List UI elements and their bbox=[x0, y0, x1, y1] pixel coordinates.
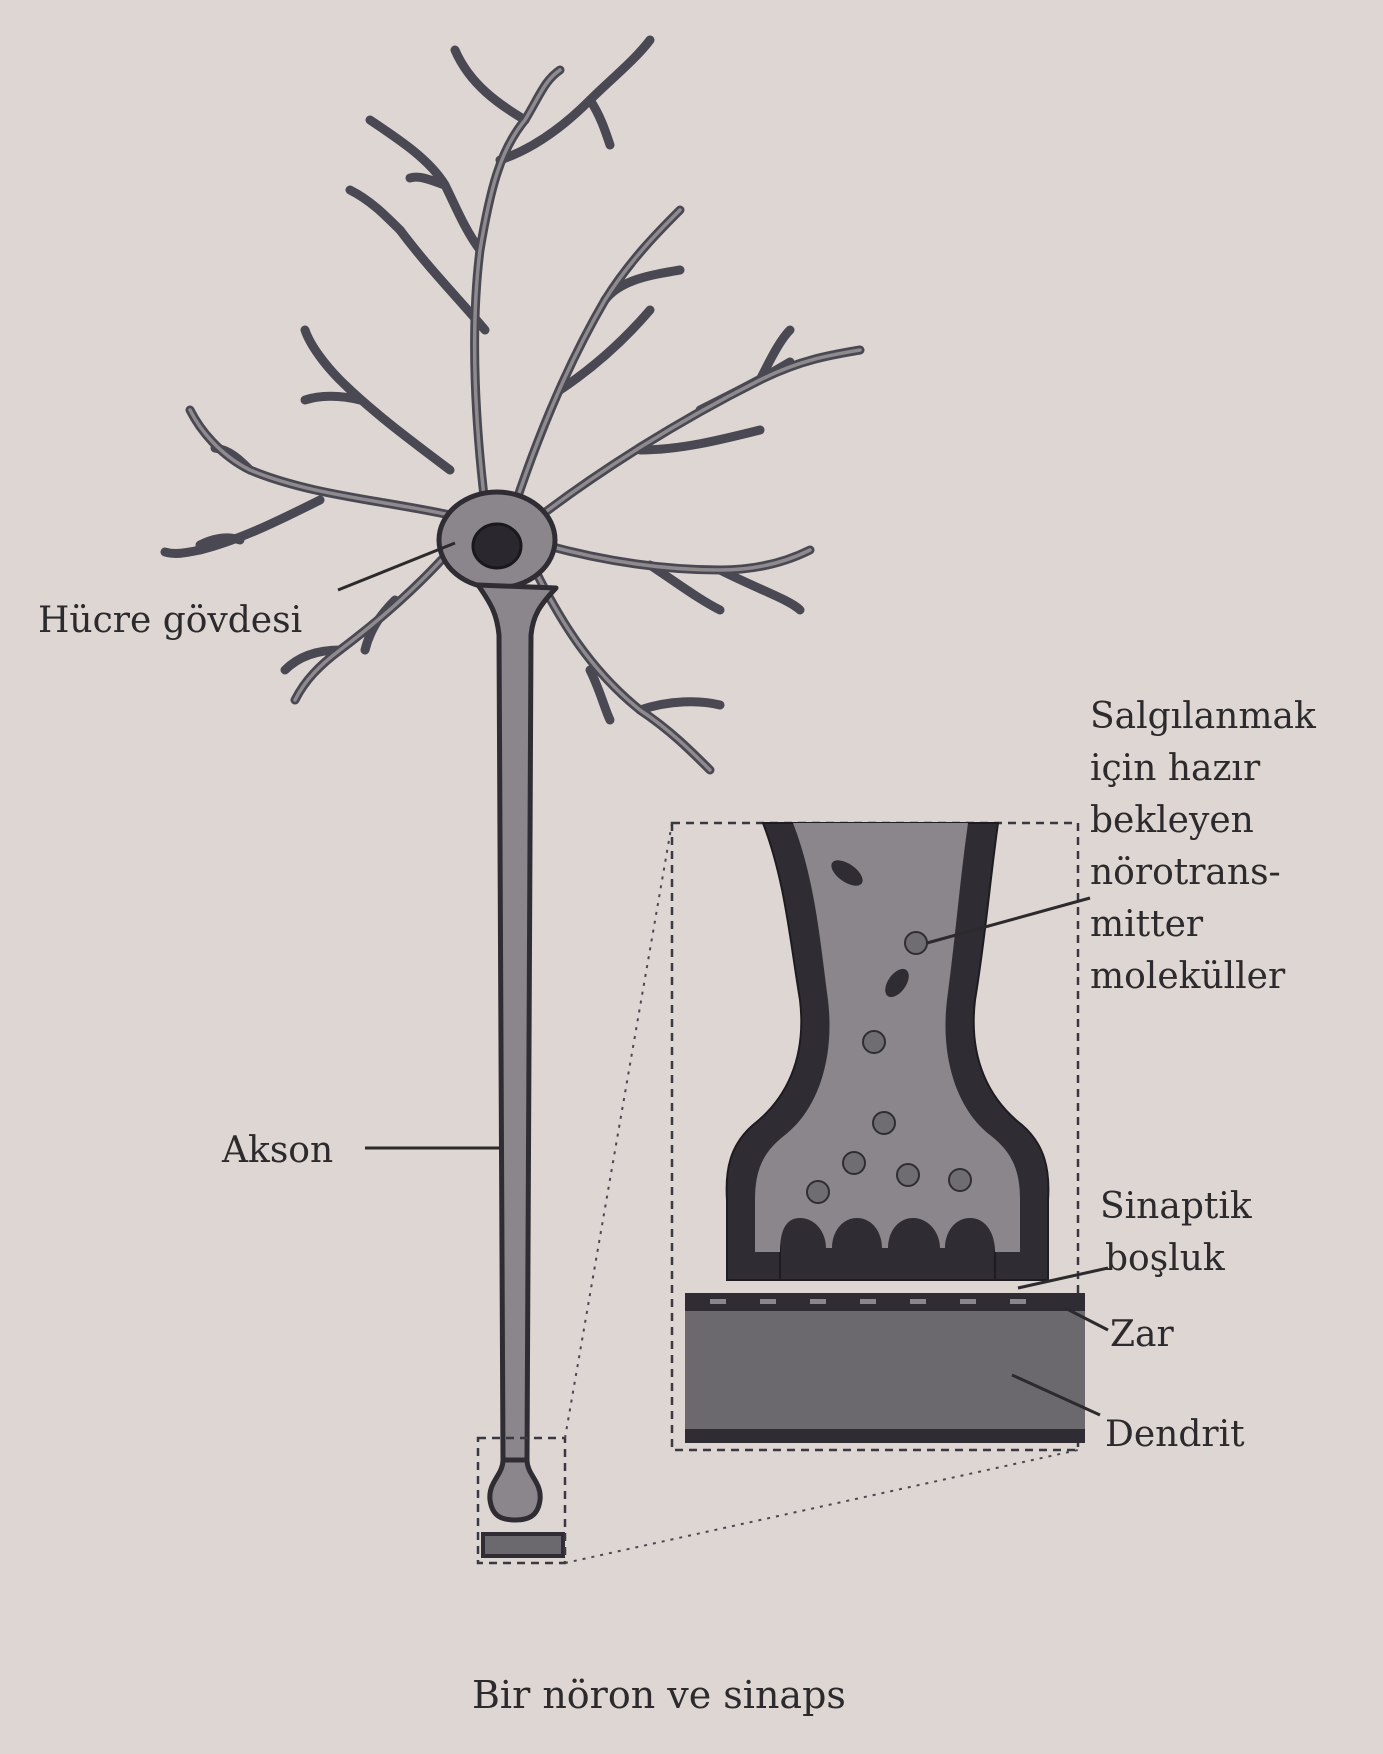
svg-text:Sinaptik: Sinaptik bbox=[1100, 1186, 1253, 1227]
label-dendrite: Dendrit bbox=[1105, 1414, 1245, 1455]
label-neurotransmitter: Salgılanmak için hazır bekleyen nörotran… bbox=[1090, 696, 1317, 997]
zoom-source-box bbox=[476, 1436, 567, 1565]
dendrite-tree bbox=[160, 35, 865, 775]
svg-text:bekleyen: bekleyen bbox=[1090, 800, 1254, 841]
leader-synaptic-cleft bbox=[1017, 1266, 1109, 1290]
neurotransmitter-vesicles bbox=[806, 860, 972, 1204]
nucleus bbox=[471, 522, 523, 570]
leader-neurotransmitter bbox=[926, 896, 1091, 945]
cell-body bbox=[436, 489, 558, 591]
svg-text:mitter: mitter bbox=[1090, 904, 1204, 945]
zoom-connector-bottom bbox=[564, 1449, 1079, 1564]
svg-text:için hazır: için hazır bbox=[1090, 748, 1261, 789]
label-membrane: Zar bbox=[1110, 1314, 1174, 1355]
dendrite-large bbox=[685, 1311, 1085, 1429]
label-cell-body: Hücre gövdesi bbox=[38, 600, 302, 641]
dendrite-band-small bbox=[481, 1532, 565, 1558]
label-axon: Akson bbox=[221, 1130, 333, 1171]
zoom-connector-top bbox=[564, 822, 673, 1439]
axon-shaft bbox=[475, 582, 565, 1558]
figure-caption: Bir nöron ve sinaps bbox=[472, 1673, 846, 1717]
svg-text:Salgılanmak: Salgılanmak bbox=[1090, 696, 1317, 737]
svg-text:moleküller: moleküller bbox=[1090, 956, 1286, 997]
leader-dendrite bbox=[1011, 1373, 1101, 1417]
axon-terminal-small bbox=[487, 1457, 543, 1523]
svg-text:nörotrans-: nörotrans- bbox=[1090, 852, 1281, 893]
leader-membrane bbox=[1064, 1306, 1109, 1332]
label-synaptic-cleft: Sinaptik boşluk bbox=[1100, 1186, 1253, 1279]
svg-text:boşluk: boşluk bbox=[1105, 1238, 1226, 1279]
membrane-band bbox=[685, 1293, 1085, 1311]
leader-cell-body bbox=[337, 541, 456, 592]
synapse-enlarged bbox=[670, 821, 1085, 1452]
